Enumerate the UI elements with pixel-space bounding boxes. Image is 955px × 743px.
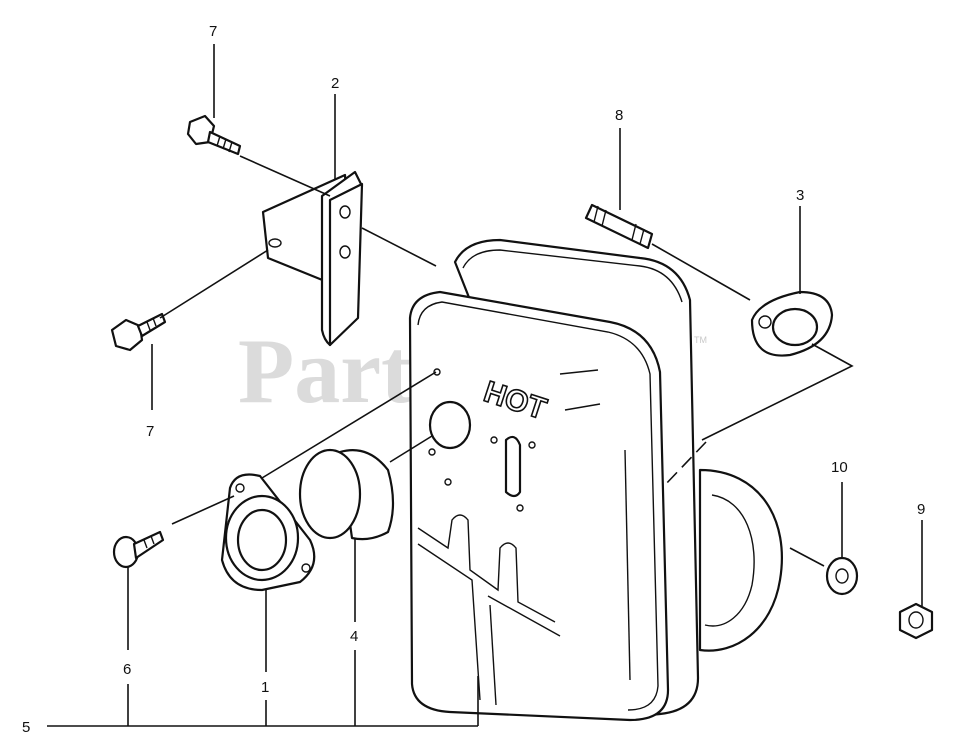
washer — [825, 556, 859, 596]
callout-4: 4 — [350, 628, 358, 645]
bolt-top — [186, 114, 242, 156]
screw — [112, 530, 165, 569]
callout-7-top: 7 — [209, 23, 217, 40]
callout-6: 6 — [123, 661, 131, 678]
callout-9: 9 — [917, 501, 925, 518]
bolt-left — [110, 312, 167, 352]
callout-7-left: 7 — [146, 423, 154, 440]
callout-10: 10 — [831, 459, 848, 476]
muffler-bracket — [261, 170, 364, 347]
exhaust-flange — [220, 473, 316, 592]
stud — [584, 203, 654, 250]
leader-lines — [47, 44, 923, 727]
exhaust-gasket — [750, 290, 834, 357]
callout-5: 5 — [22, 719, 30, 736]
spark-arrestor-screen — [298, 448, 395, 541]
watermark-trademark: TM — [694, 335, 707, 345]
hex-nut — [898, 602, 934, 640]
callout-3: 3 — [796, 187, 804, 204]
callout-1: 1 — [261, 679, 269, 696]
callout-2: 2 — [331, 75, 339, 92]
muffler-body: HOT — [408, 238, 783, 722]
callout-8: 8 — [615, 107, 623, 124]
assembly-lines — [159, 155, 854, 567]
